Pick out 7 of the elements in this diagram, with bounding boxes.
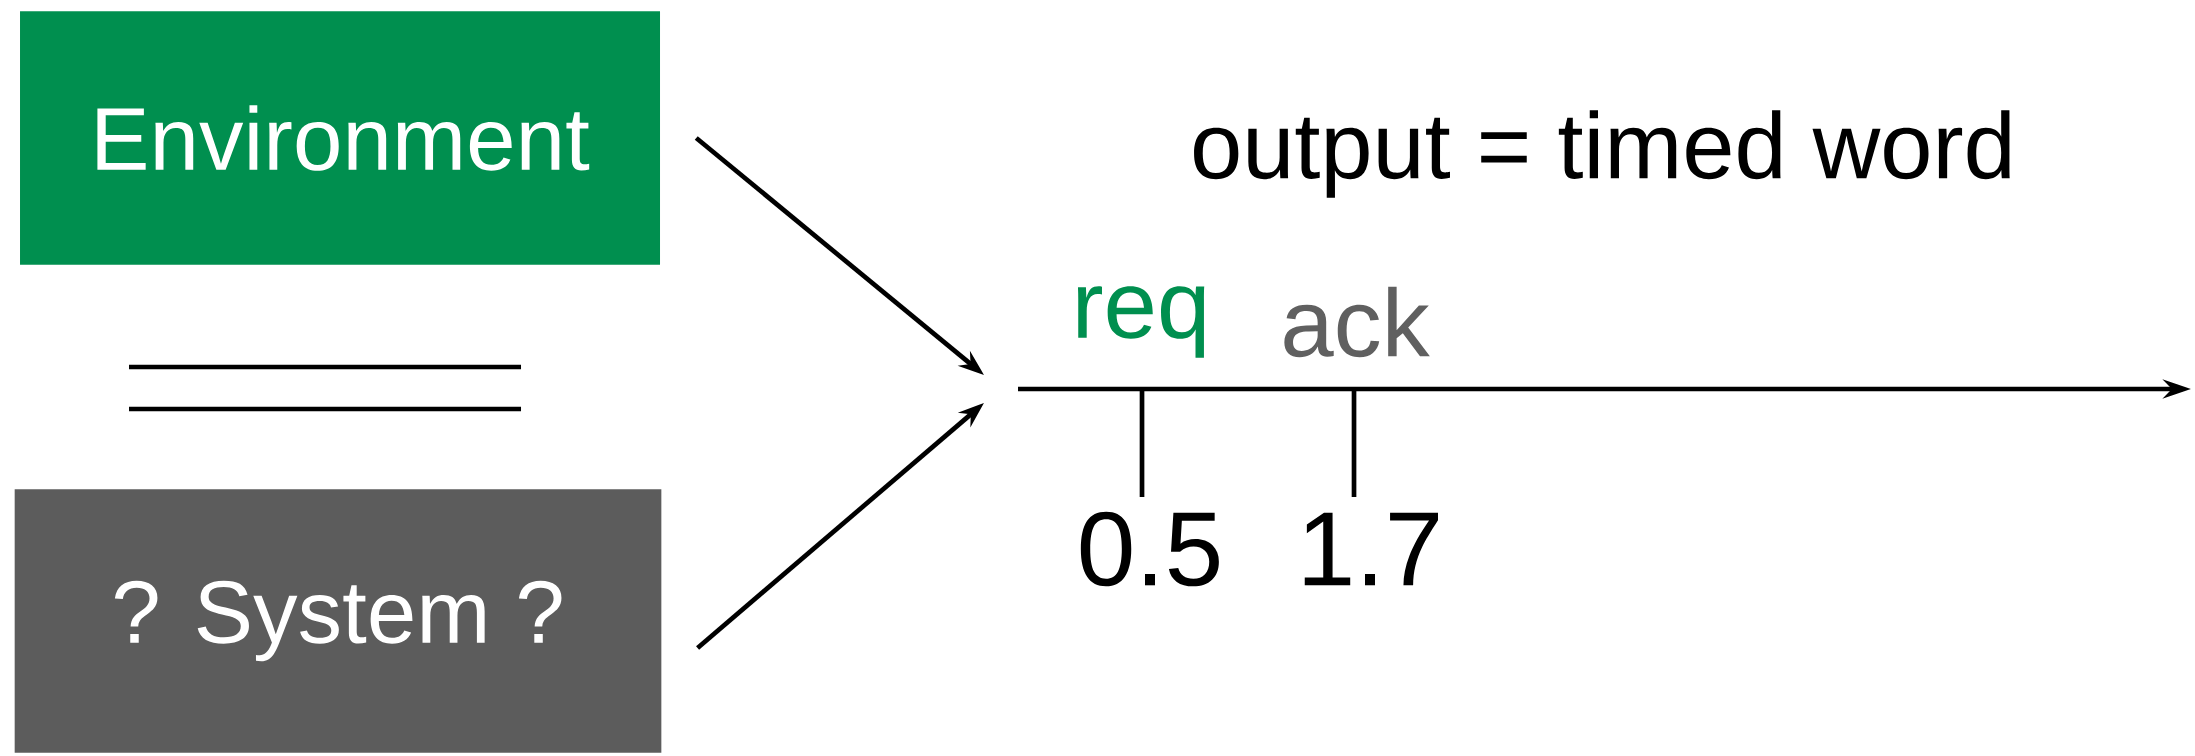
label-text: output = timed word — [1194, 110, 2010, 198]
event-label: ack — [1284, 286, 1430, 358]
event-label: req — [1077, 286, 1205, 358]
labeled-box: ? System ? — [14, 489, 662, 753]
timestamp-label: 1.7 — [1304, 512, 1438, 586]
timestamp-label: 0.5 — [1080, 511, 1219, 587]
labeled-box: Environment — [20, 11, 660, 265]
